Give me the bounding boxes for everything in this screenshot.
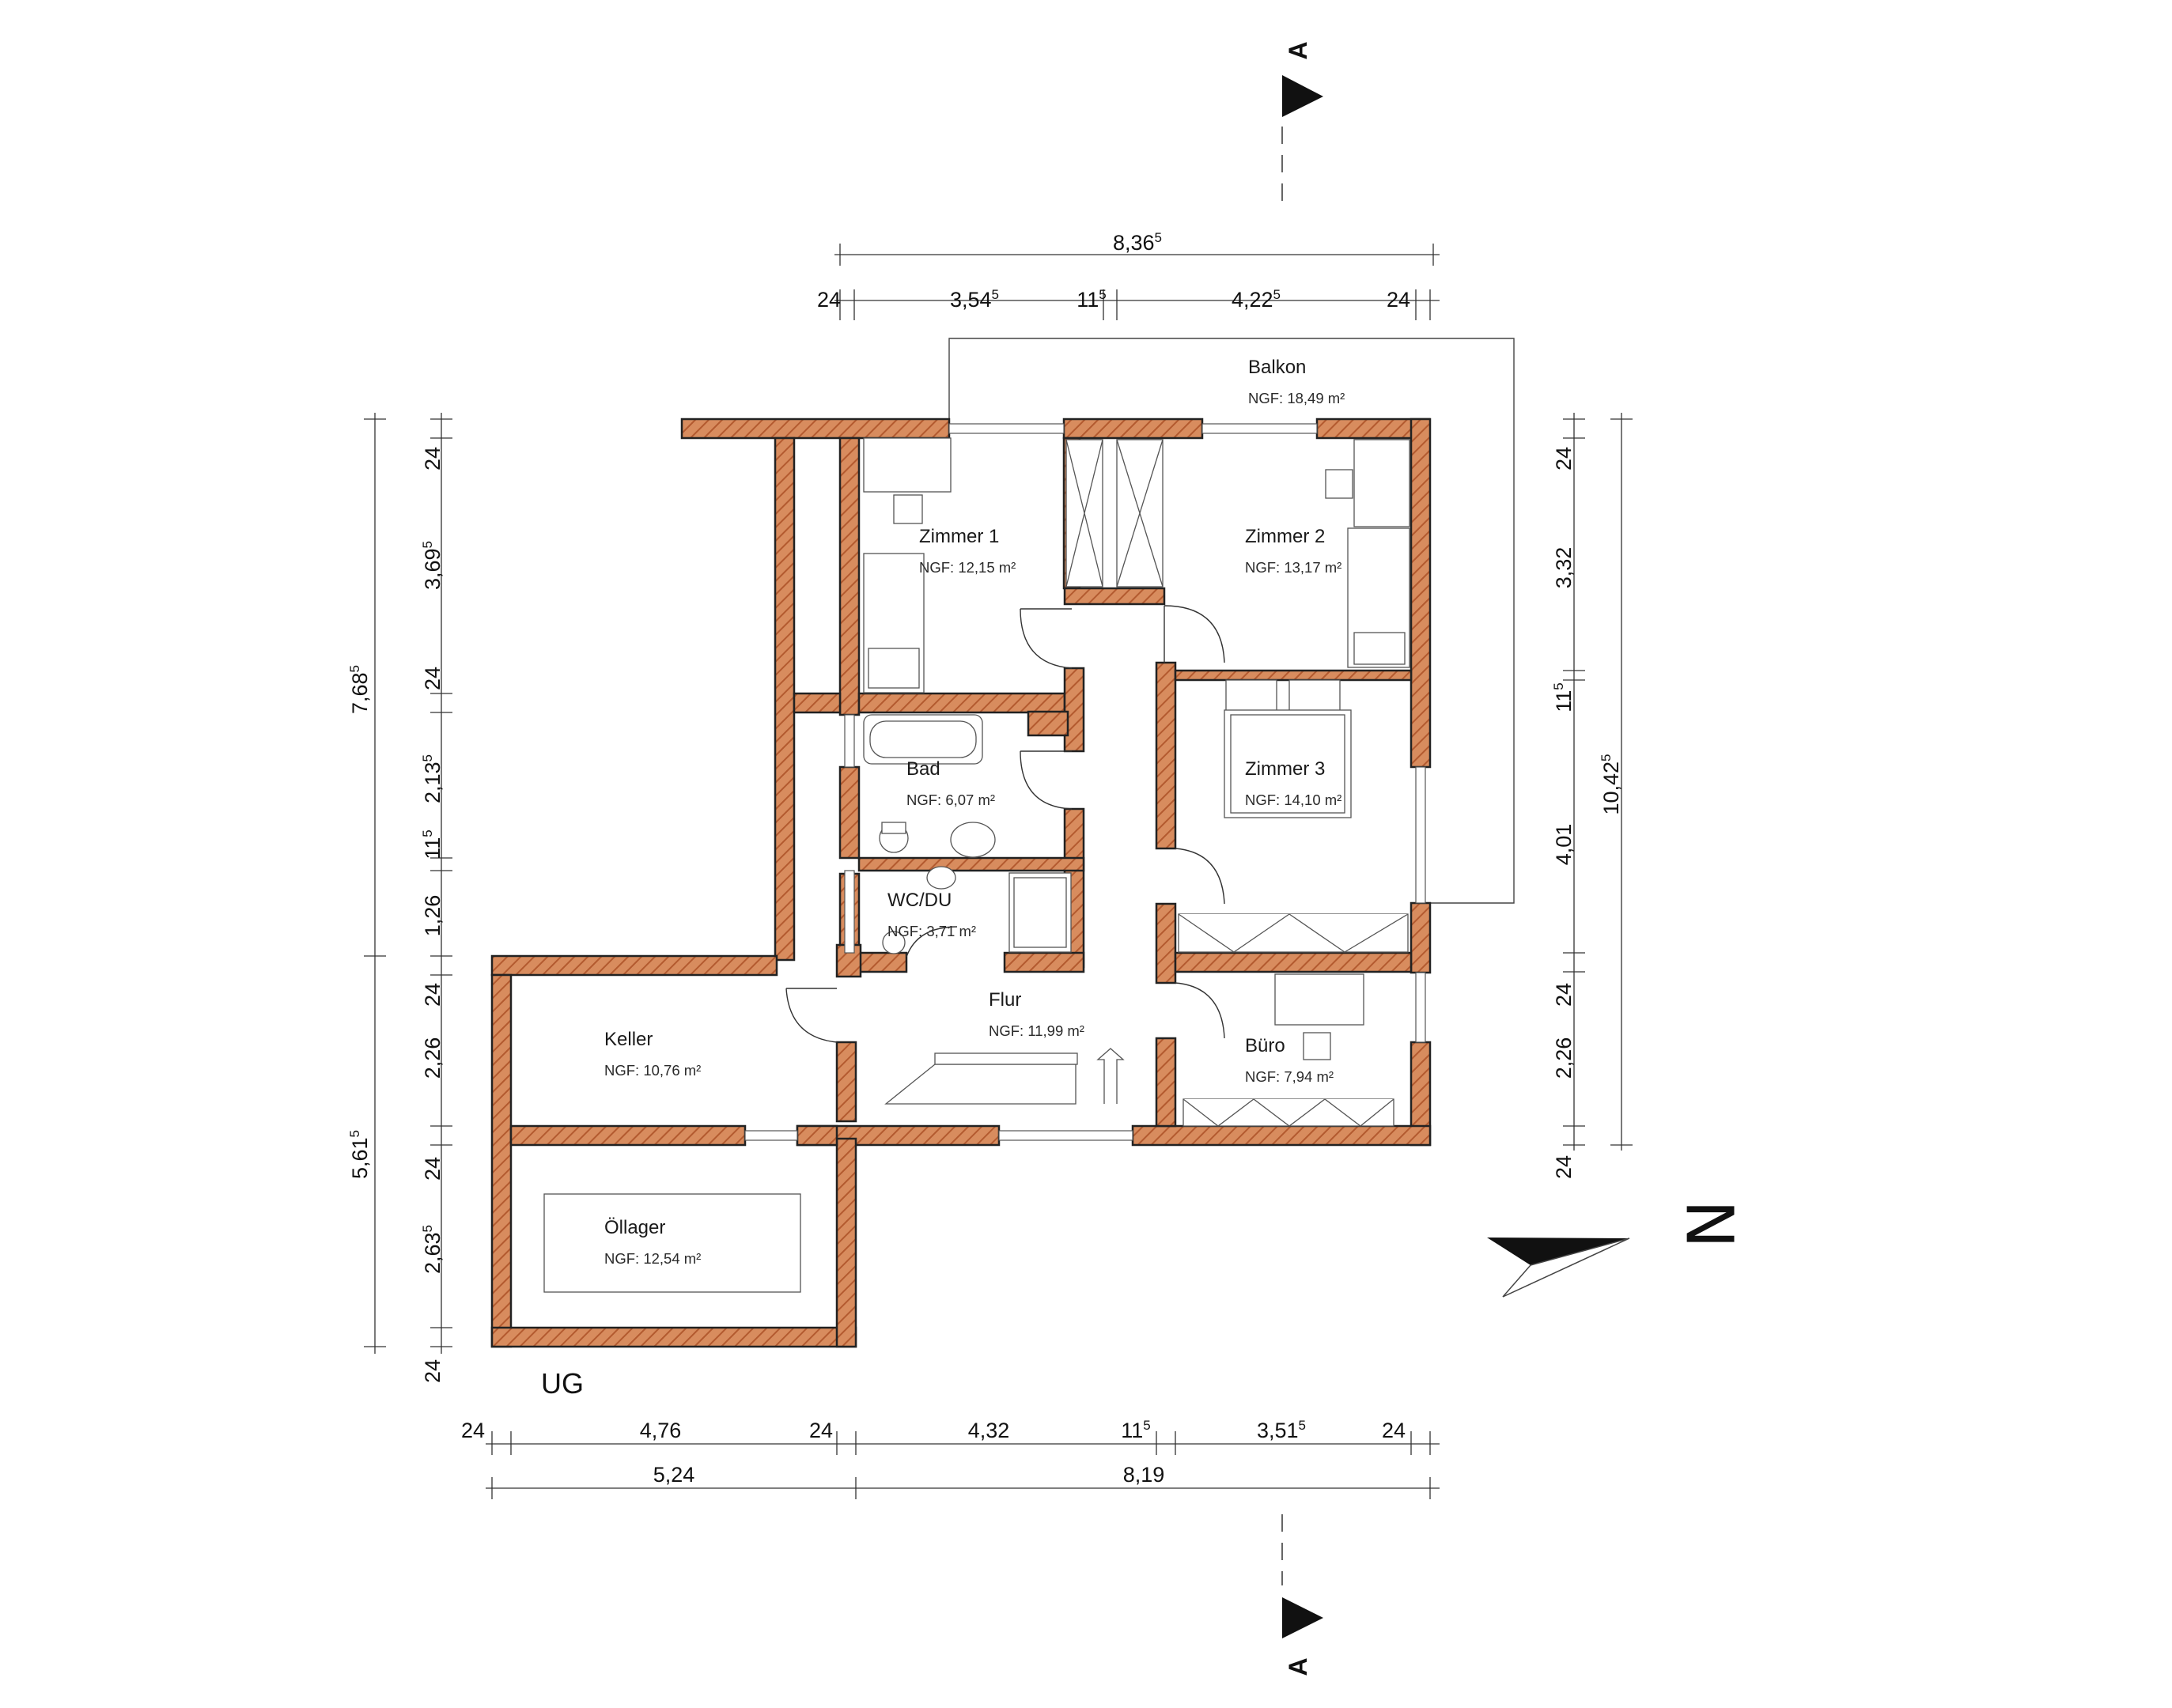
room-name-zimmer1: Zimmer 1: [919, 526, 999, 547]
dim-left-2: 3,695: [420, 541, 445, 590]
dim-bottom-5: 115: [1121, 1418, 1151, 1442]
balcony-outline: [948, 338, 1515, 904]
dim-left-8: 2,26: [421, 1037, 445, 1079]
dim-right-6: 2,26: [1552, 1037, 1576, 1079]
room-area-zimmer1: NGF: 12,15 m²: [919, 559, 1016, 576]
section-line-top: A: [1281, 41, 1323, 202]
dim-left-overall-2: 5,615: [347, 1130, 372, 1179]
dimensions-right: 10,425 24 3,32 115 4,01 24 2,26 24: [1551, 413, 1633, 1179]
oil-tank: [543, 1193, 801, 1293]
dim-right-5: 24: [1552, 983, 1576, 1007]
section-label-top: A: [1284, 41, 1312, 59]
sink-icon: [950, 822, 996, 858]
dim-right-overall: 10,425: [1599, 754, 1623, 814]
dim-left-7: 24: [421, 983, 445, 1007]
room-area-bad: NGF: 6,07 m²: [906, 792, 995, 808]
chair-zimmer2: [1325, 469, 1353, 499]
room-name-buero: Büro: [1245, 1035, 1285, 1056]
dim-left-3: 24: [421, 667, 445, 690]
chair-zimmer1: [893, 494, 923, 524]
dimensions-left: 7,685 5,615 24 3,695 24 2,135 115 1,26 2…: [347, 413, 452, 1383]
dim-top-4: 4,225: [1232, 287, 1281, 312]
dim-top-3: 115: [1077, 287, 1107, 312]
section-arrow-icon: [1282, 75, 1323, 117]
dimensions-top: 8,365 24 3,545 115 4,225 24: [817, 230, 1440, 320]
dim-left-11: 24: [421, 1359, 445, 1383]
wc-toilet-icon: [882, 931, 906, 954]
dim-bottom-2: 4,76: [640, 1419, 682, 1442]
dimensions-bottom: 24 4,76 24 4,32 115 3,515 24 5,24 8,19: [461, 1418, 1440, 1499]
windows: [744, 423, 1426, 1141]
dim-bottom-7: 24: [1382, 1419, 1406, 1442]
north-arrow: N: [1487, 1200, 1750, 1298]
dim-right-1: 24: [1552, 447, 1576, 470]
room-area-zimmer3: NGF: 14,10 m²: [1245, 792, 1341, 808]
dim-bottom-4: 4,32: [968, 1419, 1010, 1442]
dim-left-9: 24: [421, 1157, 445, 1181]
section-line-bottom: A: [1281, 1514, 1323, 1676]
dim-bottom-overall-1: 5,24: [653, 1463, 695, 1487]
dim-top-overall: 8,365: [1113, 230, 1162, 255]
north-arrow-icon: [1487, 1238, 1629, 1265]
furniture: [543, 437, 1410, 1293]
wc-sink-icon: [926, 866, 956, 890]
dim-right-7: 24: [1552, 1155, 1576, 1179]
dim-bottom-overall-2: 8,19: [1123, 1463, 1165, 1487]
dim-top-2: 3,545: [950, 287, 999, 312]
room-name-zimmer3: Zimmer 3: [1245, 758, 1325, 780]
chair-buero: [1303, 1032, 1331, 1060]
dim-left-4: 2,135: [420, 754, 445, 803]
dim-left-1: 24: [421, 447, 445, 470]
dim-right-2: 3,32: [1552, 547, 1576, 589]
stairs-icon: [884, 1064, 1077, 1105]
section-label-bottom: A: [1284, 1657, 1312, 1676]
north-label: N: [1674, 1200, 1750, 1248]
desk-buero: [1274, 973, 1364, 1026]
room-area-buero: NGF: 7,94 m²: [1245, 1068, 1334, 1085]
desk-zimmer1: [863, 437, 952, 493]
section-arrow-icon: [1282, 1597, 1323, 1638]
dim-left-overall-1: 7,685: [347, 665, 372, 714]
walls: [490, 418, 1432, 1348]
room-name-zimmer2: Zimmer 2: [1245, 526, 1325, 547]
dim-bottom-6: 3,515: [1257, 1418, 1306, 1442]
dim-top-5: 24: [1387, 288, 1410, 312]
room-labels: Balkon NGF: 18,49 m² Zimmer 1 NGF: 12,15…: [604, 357, 1345, 1267]
room-area-wcdu: NGF: 3,71 m²: [887, 923, 976, 939]
room-name-oellager: Öllager: [604, 1217, 665, 1238]
room-area-flur: NGF: 11,99 m²: [989, 1022, 1084, 1039]
room-name-keller: Keller: [604, 1029, 653, 1050]
dim-right-4: 4,01: [1552, 824, 1576, 866]
room-area-keller: NGF: 10,76 m²: [604, 1062, 701, 1079]
dim-top-1: 24: [817, 288, 841, 312]
floor-name: UG: [541, 1367, 584, 1400]
desk-zimmer2: [1353, 439, 1410, 527]
dim-right-3: 115: [1551, 682, 1576, 712]
dim-left-10: 2,635: [420, 1225, 445, 1274]
room-name-flur: Flur: [989, 989, 1021, 1011]
room-name-balkon: Balkon: [1248, 357, 1306, 378]
dim-left-6: 1,26: [421, 895, 445, 937]
dim-bottom-3: 24: [809, 1419, 833, 1442]
dim-left-5: 115: [420, 829, 445, 860]
doors: [785, 605, 1225, 1043]
room-area-zimmer2: NGF: 13,17 m²: [1245, 559, 1341, 576]
room-name-bad: Bad: [906, 758, 940, 780]
room-name-wcdu: WC/DU: [887, 890, 952, 911]
room-area-oellager: NGF: 12,54 m²: [604, 1250, 701, 1267]
room-area-balkon: NGF: 18,49 m²: [1248, 390, 1345, 406]
dim-bottom-1: 24: [461, 1419, 485, 1442]
